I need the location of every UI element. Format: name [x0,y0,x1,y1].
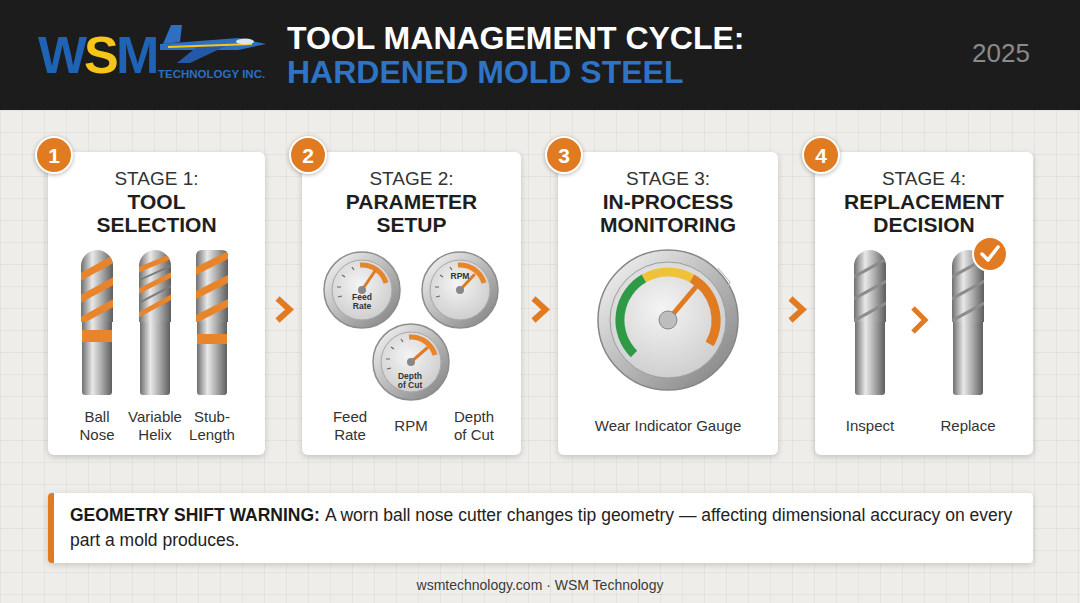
stage-heading: TOOL SELECTION [69,190,245,236]
tool-caption: Stub-Length [181,406,243,446]
stage-heading: IN-PROCESS MONITORING [580,190,756,236]
stage-label: STAGE 2: [302,168,521,190]
step-number-circle: 4 [802,136,840,174]
stage-card: STAGE 3:IN-PROCESS MONITORING Wear Indica… [558,152,778,455]
logo-letter: S [84,25,117,85]
jet-canopy [236,39,254,45]
year-label: 2025 [972,38,1030,69]
stage-card: STAGE 1:TOOL SELECTION Ball NoseVariable … [48,152,265,455]
flow-chevron [278,299,303,321]
stage-card: STAGE 4:REPLACEMENT DECISION InspectRepla… [815,152,1033,455]
flow-chevron [534,299,559,321]
logo-letter: M [116,25,157,85]
warning-text: GEOMETRY SHIFT WARNING:A worn ball nose … [70,503,1019,553]
tool-caption: RPM [383,406,439,446]
tool-caption: Feed Rate [322,406,378,446]
gauge-face-label: RPM [440,272,480,281]
step-number-circle: 1 [35,136,73,174]
jet-body [160,38,266,50]
step-number-circle: 3 [545,136,583,174]
tool-caption: Inspect [825,406,915,446]
stage-card: STAGE 2:PARAMETER SETUPFeed RateRPMDepth… [302,152,521,455]
tool-caption: Wear Indicator Gauge [563,406,773,446]
logo-letter: W [38,25,85,85]
diagram-title: TOOL MANAGEMENT CYCLE: [287,20,744,57]
tool-caption: Ball Nose [68,406,126,446]
gauge-face-label: Depth of Cut [393,372,427,390]
jet-tail [163,25,182,44]
stage-heading: REPLACEMENT DECISION [836,190,1012,236]
stage-label: STAGE 4: [815,168,1033,190]
step-number: 4 [815,145,827,166]
warning-box: GEOMETRY SHIFT WARNING:A worn ball nose … [48,493,1033,563]
tool-caption: Variable Helix [124,406,186,446]
footer-caption: wsmtechnology.com · WSM Technology [0,577,1080,593]
jet-wing [177,46,226,63]
warning-heading: GEOMETRY SHIFT WARNING: [70,505,320,525]
stage-heading: PARAMETER SETUP [324,190,500,236]
stage-label: STAGE 1: [48,168,265,190]
gauge-face-label: Feed Rate [344,293,380,311]
flow-chevron [791,299,816,321]
logo-subtitle: TECHNOLOGY INC. [158,68,265,80]
tool-caption: Depth of Cut [446,406,502,446]
step-number: 3 [558,145,570,166]
stage-label: STAGE 3: [558,168,778,190]
step-number-circle: 2 [289,136,327,174]
step-number: 1 [48,145,60,166]
step-number: 2 [302,145,314,166]
tool-caption: Replace [923,406,1013,446]
title-subline: HARDENED MOLD STEEL [287,54,683,91]
jet-stripe [168,44,252,47]
